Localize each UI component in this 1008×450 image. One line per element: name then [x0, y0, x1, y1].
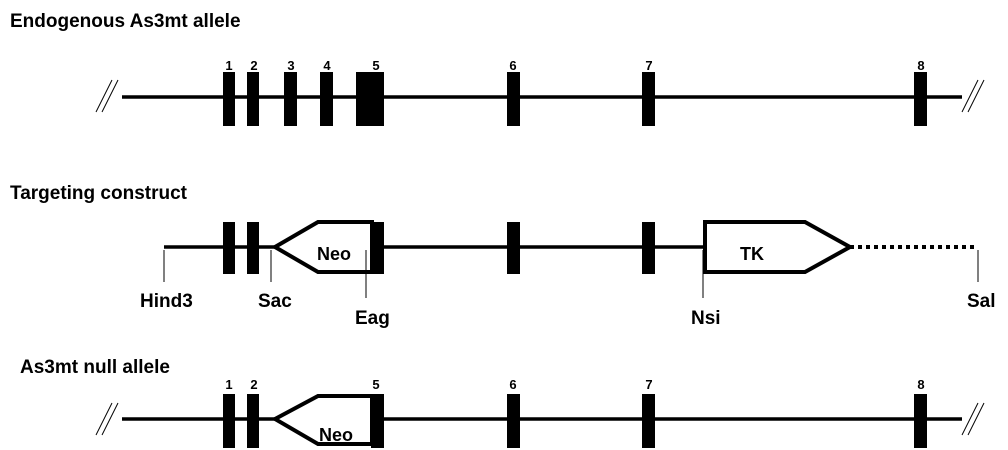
exon-number: 1 [225, 58, 232, 73]
null-allele: As3mt null allele Neo 1 2 5 6 7 8 [20, 357, 985, 448]
endogenous-title: Endogenous As3mt allele [10, 11, 241, 32]
right-break-mark [961, 402, 985, 436]
neo-label: Neo [317, 244, 351, 264]
exon-5 [371, 222, 384, 274]
exon-number: 8 [917, 58, 924, 73]
exon-7 [642, 394, 655, 448]
exon-number: 2 [250, 58, 257, 73]
targeting-construct: Targeting construct Neo TK Hind3 Sac Eag… [10, 183, 996, 329]
sal-site-label: Sal [967, 291, 996, 312]
exon-number: 6 [509, 58, 516, 73]
exon-3 [284, 72, 297, 126]
exon-8 [914, 394, 927, 448]
eag-site-label: Eag [355, 308, 390, 329]
exon-1 [223, 394, 235, 448]
exon-1 [223, 72, 235, 126]
exon-5 [356, 72, 384, 126]
exon-number: 4 [323, 58, 331, 73]
exon-6 [507, 394, 520, 448]
tk-label: TK [740, 244, 764, 264]
hind3-site-label: Hind3 [140, 291, 193, 312]
exon-5 [371, 394, 384, 448]
tk-cassette [703, 220, 855, 274]
exon-7 [642, 222, 655, 274]
exon-7 [642, 72, 655, 126]
exon-6 [507, 222, 520, 274]
left-break-mark [95, 402, 119, 436]
exon-number: 8 [917, 377, 924, 392]
left-break-mark [95, 79, 119, 113]
null-allele-title: As3mt null allele [20, 357, 170, 378]
exon-4 [320, 72, 333, 126]
exon-number: 5 [372, 58, 379, 73]
exon-8 [914, 72, 927, 126]
exon-2 [247, 72, 259, 126]
exon-number: 7 [645, 58, 652, 73]
construct-title: Targeting construct [10, 183, 188, 204]
exon-number: 7 [645, 377, 652, 392]
exon-number: 5 [372, 377, 379, 392]
exon-number: 1 [225, 377, 232, 392]
exon-number: 2 [250, 377, 257, 392]
exon-number: 6 [509, 377, 516, 392]
sac-site-label: Sac [258, 291, 292, 312]
neo-label: Neo [319, 425, 353, 445]
exon-2 [247, 222, 259, 274]
endogenous-allele: Endogenous As3mt allele 1 2 3 4 5 6 7 8 [10, 11, 985, 126]
nsi-site-label: Nsi [691, 308, 721, 329]
exon-2 [247, 394, 259, 448]
exon-1 [223, 222, 235, 274]
exon-number: 3 [287, 58, 294, 73]
exon-6 [507, 72, 520, 126]
right-break-mark [961, 79, 985, 113]
